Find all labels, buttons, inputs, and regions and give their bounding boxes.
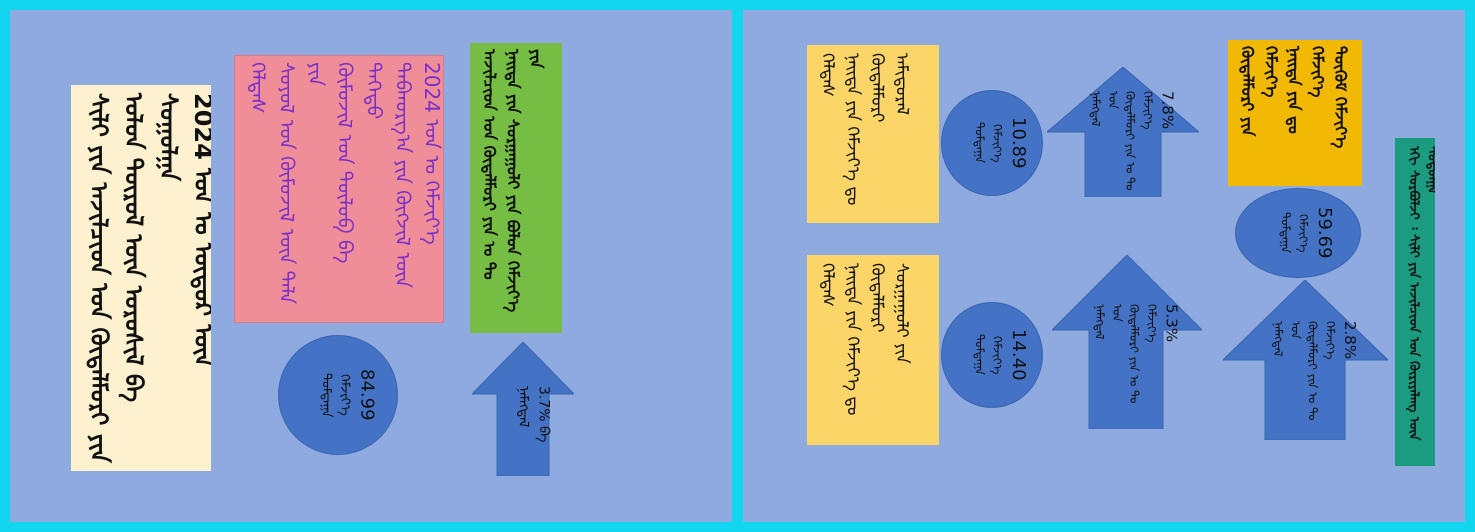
growth-arrow-b: ᠨᠡᠮᠡᠭᠳᠡᠯ ᠣᠨ ᠬᠥᠳᠡᠯᠮᠦᠷᠢ ᠶᠢᠨ ᠤ ᠲᠤ ᠬᠡᠮᠵᠢᠶ᠎ᠡ … [1052, 255, 1202, 429]
circle-b-value: 14.40 [1008, 329, 1030, 381]
growth-arrow-a: ᠨᠡᠮᠡᠭᠳᠡᠯ ᠣᠨ ᠬᠥᠳᠡᠯᠮᠦᠷᠢ ᠶᠢᠨ ᠤ ᠲᠤ ᠬᠡᠮᠵᠢᠶ᠎ᠡ … [1047, 67, 1199, 197]
circle-a-value: 10.89 [1008, 117, 1030, 169]
average-value-circle: ᠳᠤᠮᠳᠠᠭᠠ ᠬᠡᠮᠵᠢᠶ᠎ᠡ 84.99 [278, 335, 398, 455]
right-slide-panel: ᠬᠡᠯᠲᠡᠰ ᠨᠡᠢᠲᠡ ᠶᠢᠨ ᠬᠡᠮᠵᠢᠶ᠎ᠡ ᠳᠤ ᠬᠥᠳᠡᠯᠮᠦᠷᠢ ᠠ… [743, 10, 1465, 522]
circle-b: ᠳᠤᠮᠳᠠᠭᠠ ᠬᠡᠮᠵᠢᠶ᠎ᠡ 14.40 [941, 302, 1043, 408]
orange-box: ᠬᠥᠳᠡᠯᠮᠦᠷᠢ ᠶᠢᠨ ᠬᠡᠮᠵᠢᠶ᠎ᠡ ᠨᠡᠢᠲᠡ ᠶᠢᠨ ᠳᠤ ᠬᠡᠮᠵ… [1228, 40, 1362, 186]
arrow-b-label: ᠨᠡᠮᠡᠭᠳᠡᠯ ᠣᠨ ᠬᠥᠳᠡᠯᠮᠦᠷᠢ ᠶᠢᠨ ᠤ ᠲᠤ ᠬᠡᠮᠵᠢᠶ᠎ᠡ [1092, 304, 1159, 404]
arrow-a-label: ᠨᠡᠮᠡᠭᠳᠡᠯ ᠣᠨ ᠬᠥᠳᠡᠯᠮᠦᠷᠢ ᠶᠢᠨ ᠤ ᠲᠤ ᠬᠡᠮᠵᠢᠶ᠎ᠡ [1088, 91, 1155, 191]
circle-c-label: ᠳᠤᠮᠳᠠᠭᠠ ᠬᠡᠮᠵᠢᠶ᠎ᠡ [1278, 212, 1311, 254]
circle-c: ᠳᠤᠮᠳᠠᠭᠠ ᠬᠡᠮᠵᠢᠶ᠎ᠡ 59.69 [1235, 188, 1361, 278]
circle-value: 84.99 [356, 369, 378, 421]
up-arrow-icon [1223, 280, 1388, 440]
circle-a-label: ᠳᠤᠮᠳᠠᠭᠠ ᠬᠡᠮᠵᠢᠶ᠎ᠡ [972, 122, 1005, 164]
up-arrow-icon [1052, 255, 1202, 429]
source-box: ᠬᠡᠯᠲᠡᠰ ᠰᠣᠶᠣᠯ ᠤᠨ ᠬᠦᠮᠦᠵᠢᠯ ᠦᠨ ᠳᠠᠯᠠ ᠶᠢᠨ ᠬᠥᠮᠦ… [234, 55, 444, 323]
up-arrow-icon [472, 342, 574, 476]
growth-arrow-c: ᠨᠡᠮᠡᠭᠳᠡᠯ ᠣᠨ ᠬᠥᠳᠡᠯᠮᠦᠷᠢ ᠶᠢᠨ ᠤ ᠲᠤ ᠬᠡᠮᠵᠢᠶ᠎ᠡ … [1223, 280, 1388, 440]
left-slide-panel: ᠰᠢᠯᠢ ᠶᠢᠨ ᠠᠵᠢᠯᠴᠢᠳ ᠤᠨ ᠬᠥᠳᠡᠯᠮᠦᠷᠢ ᠶᠢᠨ ᠣᠯᠣᠨ ᠲ… [10, 10, 732, 522]
source-note-box: ᠡᠬᠢ ᠰᠤᠷᠪᠤᠯᠵᠢ ᠄ ᠰᠢᠯᠢ ᠶᠢᠨ ᠠᠵᠢᠯᠴᠢᠳ ᠤᠨ ᠬᠦᠷᠢᠶ… [1395, 138, 1435, 466]
arrow-b-value: 5.3% [1162, 304, 1181, 343]
circle-b-label: ᠳᠤᠮᠳᠠᠭᠠ ᠬᠡᠮᠵᠢᠶ᠎ᠡ [972, 334, 1005, 376]
bottom-yellow-box: ᠬᠡᠯᠲᠡᠰ ᠨᠡᠢᠲᠡ ᠶᠢᠨ ᠬᠡᠮᠵᠢᠶ᠎ᠡ ᠳᠤ ᠬᠥᠳᠡᠯᠮᠦᠷᠢ ᠰ… [807, 255, 939, 445]
summary-box: ᠠᠵᠢᠯᠴᠢᠳ ᠤᠨ ᠬᠥᠳᠡᠯᠮᠦᠷᠢ ᠶᠢᠨ ᠤ ᠲᠤ ᠨᠡᠢᠲᠡ ᠶᠢᠨ … [470, 43, 562, 333]
arrow-c-label: ᠨᠡᠮᠡᠭᠳᠡᠯ ᠣᠨ ᠬᠥᠳᠡᠯᠮᠦᠷᠢ ᠶᠢᠨ ᠤ ᠲᠤ ᠬᠡᠮᠵᠢᠶ᠎ᠡ [1270, 321, 1338, 421]
circle-label: ᠳᠤᠮᠳᠠᠭᠠ ᠬᠡᠮᠵᠢᠶ᠎ᠡ [318, 372, 353, 418]
up-arrow-icon [1047, 67, 1199, 197]
arrow-label: ᠨᠡᠮᠡᠭᠳᠡᠯ [515, 385, 532, 428]
arrow-a-value: 7.8% [1158, 91, 1177, 130]
circle-c-value: 59.69 [1314, 207, 1336, 259]
circle-a: ᠳᠤᠮᠳᠠᠭᠠ ᠬᠡᠮᠵᠢᠶ᠎ᠡ 10.89 [941, 90, 1043, 196]
arrow-c-value: 2.8% [1340, 321, 1359, 360]
top-yellow-box: ᠬᠡᠯᠲᠡᠰ ᠨᠡᠢᠲᠡ ᠶᠢᠨ ᠬᠡᠮᠵᠢᠶ᠎ᠡ ᠳᠤ ᠬᠥᠳᠡᠯᠮᠦᠷᠢ ᠠ… [807, 45, 939, 223]
growth-arrow: ᠨᠡᠮᠡᠭᠳᠡᠯ 3.7% ᠪᠠ [472, 342, 574, 476]
arrow-value: 3.7% ᠪᠠ [535, 385, 552, 443]
title-box: ᠰᠢᠯᠢ ᠶᠢᠨ ᠠᠵᠢᠯᠴᠢᠳ ᠤᠨ ᠬᠥᠳᠡᠯᠮᠦᠷᠢ ᠶᠢᠨ ᠣᠯᠣᠨ ᠲ… [71, 85, 211, 471]
